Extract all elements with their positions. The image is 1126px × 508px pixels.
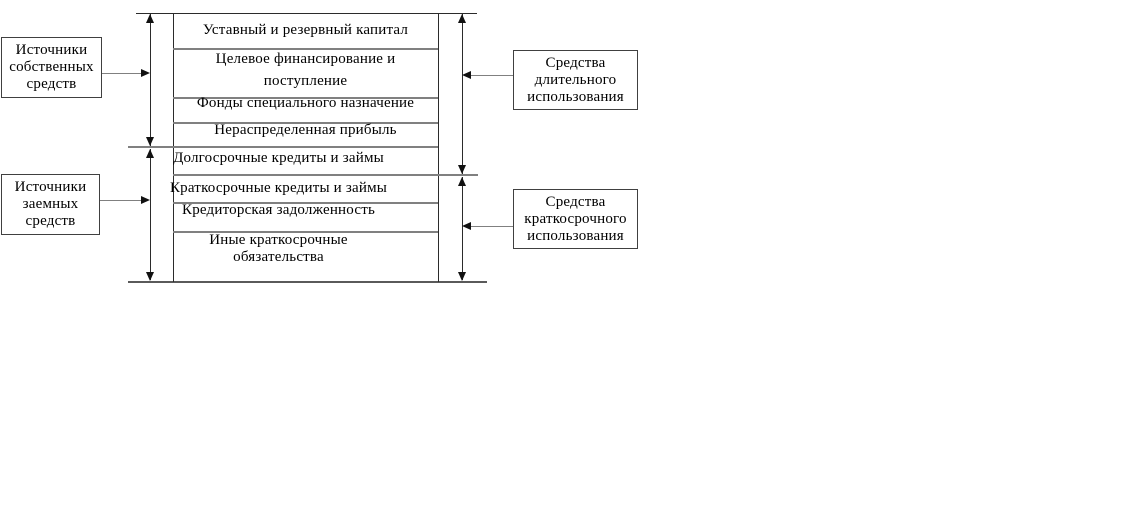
box-borrowed-sources-line: средств <box>25 213 76 229</box>
box-long-term-funds-line: длительного <box>534 71 617 88</box>
box-long-term-funds-line: Средства <box>545 54 606 71</box>
table-right-border <box>438 13 439 282</box>
arrow-down-icon <box>458 165 466 174</box>
row-retained-earnings: Нераспределенная прибыль <box>214 122 397 138</box>
long-term-use-connector-line <box>471 75 513 76</box>
frame-bottom-line <box>128 281 487 283</box>
arrow-up-icon <box>146 14 154 23</box>
box-long-term-funds: Средства длительного использования <box>513 50 638 110</box>
row-short-term-loans: Краткосрочные кредиты и займы <box>169 180 388 196</box>
box-borrowed-sources-line: Источники <box>14 179 87 195</box>
arrow-left-icon <box>462 222 471 230</box>
row-separator-1 <box>173 48 438 50</box>
row-long-term-loans: Долгосрочные кредиты и займы <box>173 150 384 166</box>
own-sources-connector-line <box>102 73 142 74</box>
box-short-term-funds-line: краткосрочного <box>524 210 627 227</box>
arrow-down-icon <box>146 137 154 146</box>
left-span-arrow-borrowed-line <box>150 149 151 280</box>
box-own-sources-line: Источники <box>15 42 88 58</box>
frame-top-line <box>136 13 477 14</box>
box-borrowed-sources-line: заемных <box>22 196 79 212</box>
row-separator-7 <box>173 231 438 233</box>
box-short-term-funds-line: использования <box>527 227 624 244</box>
row-target-financing: Целевое финансирование и поступление <box>215 51 396 89</box>
row-special-purpose-funds: Фонды специального назначение <box>196 95 415 111</box>
row-separator-2 <box>173 97 438 99</box>
arrow-down-icon <box>146 272 154 281</box>
row-separator-6 <box>173 202 438 204</box>
arrow-left-icon <box>462 71 471 79</box>
box-own-sources-line: собственных <box>9 59 94 75</box>
section-divider-right <box>173 174 478 176</box>
box-short-term-funds-line: Средства <box>545 193 606 210</box>
arrow-right-icon <box>141 196 150 204</box>
left-span-arrow-own-line <box>150 14 151 146</box>
section-divider-left <box>128 146 438 148</box>
box-own-sources-line: средств <box>26 76 77 92</box>
row-separator-3 <box>173 122 438 124</box>
row-other-short-term-liabilities: Иные краткосрочные обязательства <box>209 232 348 265</box>
box-long-term-funds-line: использования <box>527 88 624 105</box>
borrowed-sources-connector-line <box>100 200 142 201</box>
arrow-up-icon <box>458 14 466 23</box>
box-borrowed-sources: Источники заемных средств <box>1 174 100 235</box>
arrow-right-icon <box>141 69 150 77</box>
arrow-up-icon <box>458 177 466 186</box>
short-term-use-connector-line <box>471 226 513 227</box>
arrow-down-icon <box>458 272 466 281</box>
arrow-up-icon <box>146 149 154 158</box>
row-authorized-reserve-capital: Уставный и резервный капитал <box>202 22 409 38</box>
row-accounts-payable: Кредиторская задолженность <box>181 202 375 218</box>
box-short-term-funds: Средства краткосрочного использования <box>513 189 638 249</box>
right-span-arrow-long-line <box>462 14 463 174</box>
box-own-sources: Источники собственных средств <box>1 37 102 98</box>
